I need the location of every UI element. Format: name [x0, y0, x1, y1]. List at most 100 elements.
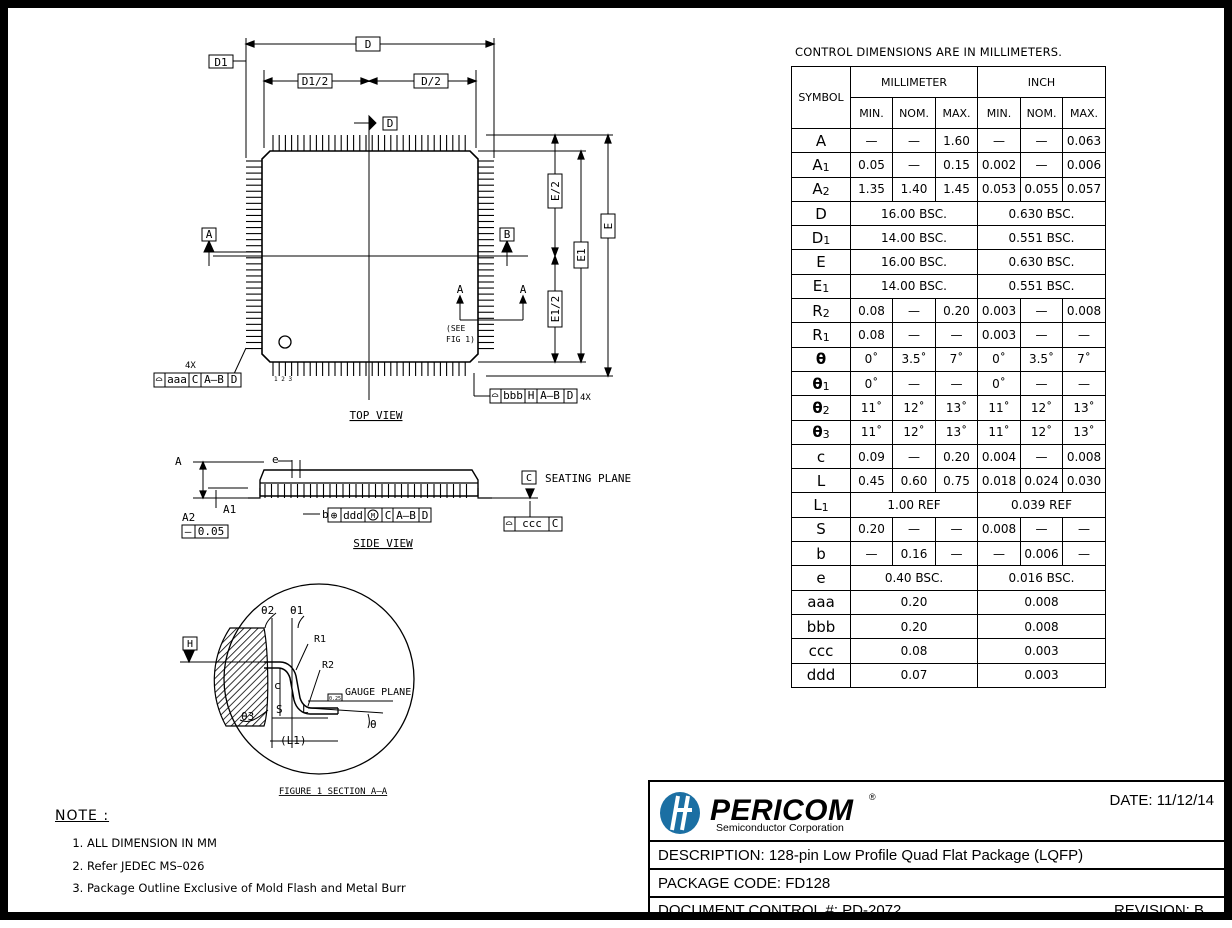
value-cell: 0.008	[1062, 298, 1106, 324]
c-label: c	[274, 679, 281, 692]
seating-plane-label: SEATING PLANE	[545, 472, 631, 485]
value-cell: 0.20	[850, 516, 893, 543]
svg-text:ccc: ccc	[522, 517, 542, 530]
value-cell: 0.003	[977, 298, 1021, 324]
svg-text:D: D	[422, 509, 429, 522]
value-cell: —	[850, 127, 893, 154]
svg-text:D: D	[567, 389, 574, 402]
mm-merged-cell: 0.20	[850, 589, 978, 615]
value-cell: —	[892, 127, 936, 154]
doc-control-row: DOCUMENT CONTROL #: PD-2072 REVISION: B	[650, 896, 1232, 922]
top-view	[203, 38, 613, 400]
value-cell: 0.08	[850, 322, 893, 348]
value-cell: 0.45	[850, 468, 893, 494]
dim-D-half-label: D/2	[421, 75, 441, 88]
value-cell: —	[1020, 298, 1063, 324]
symbol-cell: e	[791, 565, 851, 591]
theta-label: θ	[370, 718, 377, 731]
value-cell: 0.008	[977, 516, 1021, 543]
dimension-table: SYMBOL MILLIMETER INCH MIN. NOM. MAX. MI…	[791, 66, 1106, 688]
dim-D1-label: D1	[214, 56, 227, 69]
dim-D1-half-label: D1/2	[302, 75, 329, 88]
value-cell: 0.20	[935, 298, 978, 324]
see-fig-label-1: (SEE	[446, 324, 465, 333]
four-x-left: 4X	[185, 361, 196, 371]
dim-b-side: b	[322, 508, 329, 521]
value-cell: 0.008	[1062, 443, 1106, 470]
revision-text: REVISION: B	[1113, 902, 1204, 919]
value-cell: 7˚	[935, 346, 978, 372]
pericom-logo-icon	[660, 792, 700, 834]
value-cell: 0.003	[977, 322, 1021, 348]
value-cell: 0.05	[850, 152, 893, 178]
L-label: L	[302, 703, 309, 716]
value-cell: 11˚	[977, 395, 1021, 421]
value-cell: —	[1020, 443, 1063, 470]
value-cell: 13˚	[935, 395, 978, 421]
side-view-labels: A A1 A2 e b C SEATING PLANE SIDE VIEW — …	[175, 453, 631, 550]
value-cell: —	[935, 322, 978, 348]
symbol-cell: R2	[791, 298, 851, 324]
svg-text:⊕: ⊕	[331, 509, 338, 522]
inch-merged-cell: 0.008	[977, 589, 1106, 615]
company-subtitle: Semiconductor Corporation	[716, 822, 844, 834]
symbol-cell: S	[791, 516, 851, 543]
dim-E1-half-label: E1/2	[549, 296, 562, 323]
mm-merged-cell: 0.40 BSC.	[850, 565, 978, 591]
symbol-cell: L	[791, 468, 851, 494]
value-cell: 0˚	[977, 370, 1021, 397]
side-leads	[264, 484, 468, 498]
value-cell: 0.09	[850, 443, 893, 470]
svg-text:H: H	[528, 389, 535, 402]
value-cell: —	[892, 298, 936, 324]
sub-header: MIN.	[850, 97, 893, 129]
value-cell: —	[892, 516, 936, 543]
symbol-cell: c	[791, 443, 851, 470]
R2-label: R2	[322, 660, 334, 671]
fcf-aaa: ⌓ aaa C A–B D	[153, 372, 242, 388]
R1-label: R1	[314, 634, 326, 645]
value-cell: —	[977, 541, 1021, 567]
value-cell: 11˚	[977, 419, 1021, 445]
value-cell: 13˚	[935, 419, 978, 445]
value-cell: 0.16	[892, 541, 936, 567]
dim-D-label: D	[365, 38, 372, 51]
svg-text:M: M	[371, 512, 375, 520]
top-view-label: TOP VIEW	[350, 409, 403, 422]
svg-text:⌓: ⌓	[492, 389, 499, 402]
dim-E-label: E	[602, 223, 615, 230]
value-cell: —	[1062, 322, 1106, 348]
value-cell: 0˚	[850, 346, 893, 372]
millimeter-header: MILLIMETER	[850, 66, 978, 98]
inch-header: INCH	[977, 66, 1106, 98]
symbol-cell: θ3	[791, 419, 851, 445]
value-cell: 0˚	[977, 346, 1021, 372]
inch-merged-cell: 0.551 BSC.	[977, 273, 1106, 300]
symbol-cell: ccc	[791, 638, 851, 664]
dim-A-side: A	[175, 455, 182, 468]
value-cell: 12˚	[1020, 419, 1063, 445]
symbol-cell: θ2	[791, 395, 851, 421]
theta2-label: θ2	[261, 604, 274, 617]
symbol-cell: A	[791, 127, 851, 154]
value-cell: 13˚	[1062, 419, 1106, 445]
datum-D-label: D	[387, 117, 394, 130]
value-cell: 0.15	[935, 152, 978, 178]
pericom-logo: PERICOM ® Semiconductor Corporation	[658, 790, 898, 836]
dim-A1-side: A1	[223, 503, 236, 516]
mm-merged-cell: 16.00 BSC.	[850, 200, 978, 227]
value-cell: —	[1020, 516, 1063, 543]
value-cell: 0.055	[1020, 176, 1063, 202]
dim-e-side: e	[272, 453, 279, 466]
sub-header: MIN.	[977, 97, 1021, 129]
value-cell: —	[935, 541, 978, 567]
